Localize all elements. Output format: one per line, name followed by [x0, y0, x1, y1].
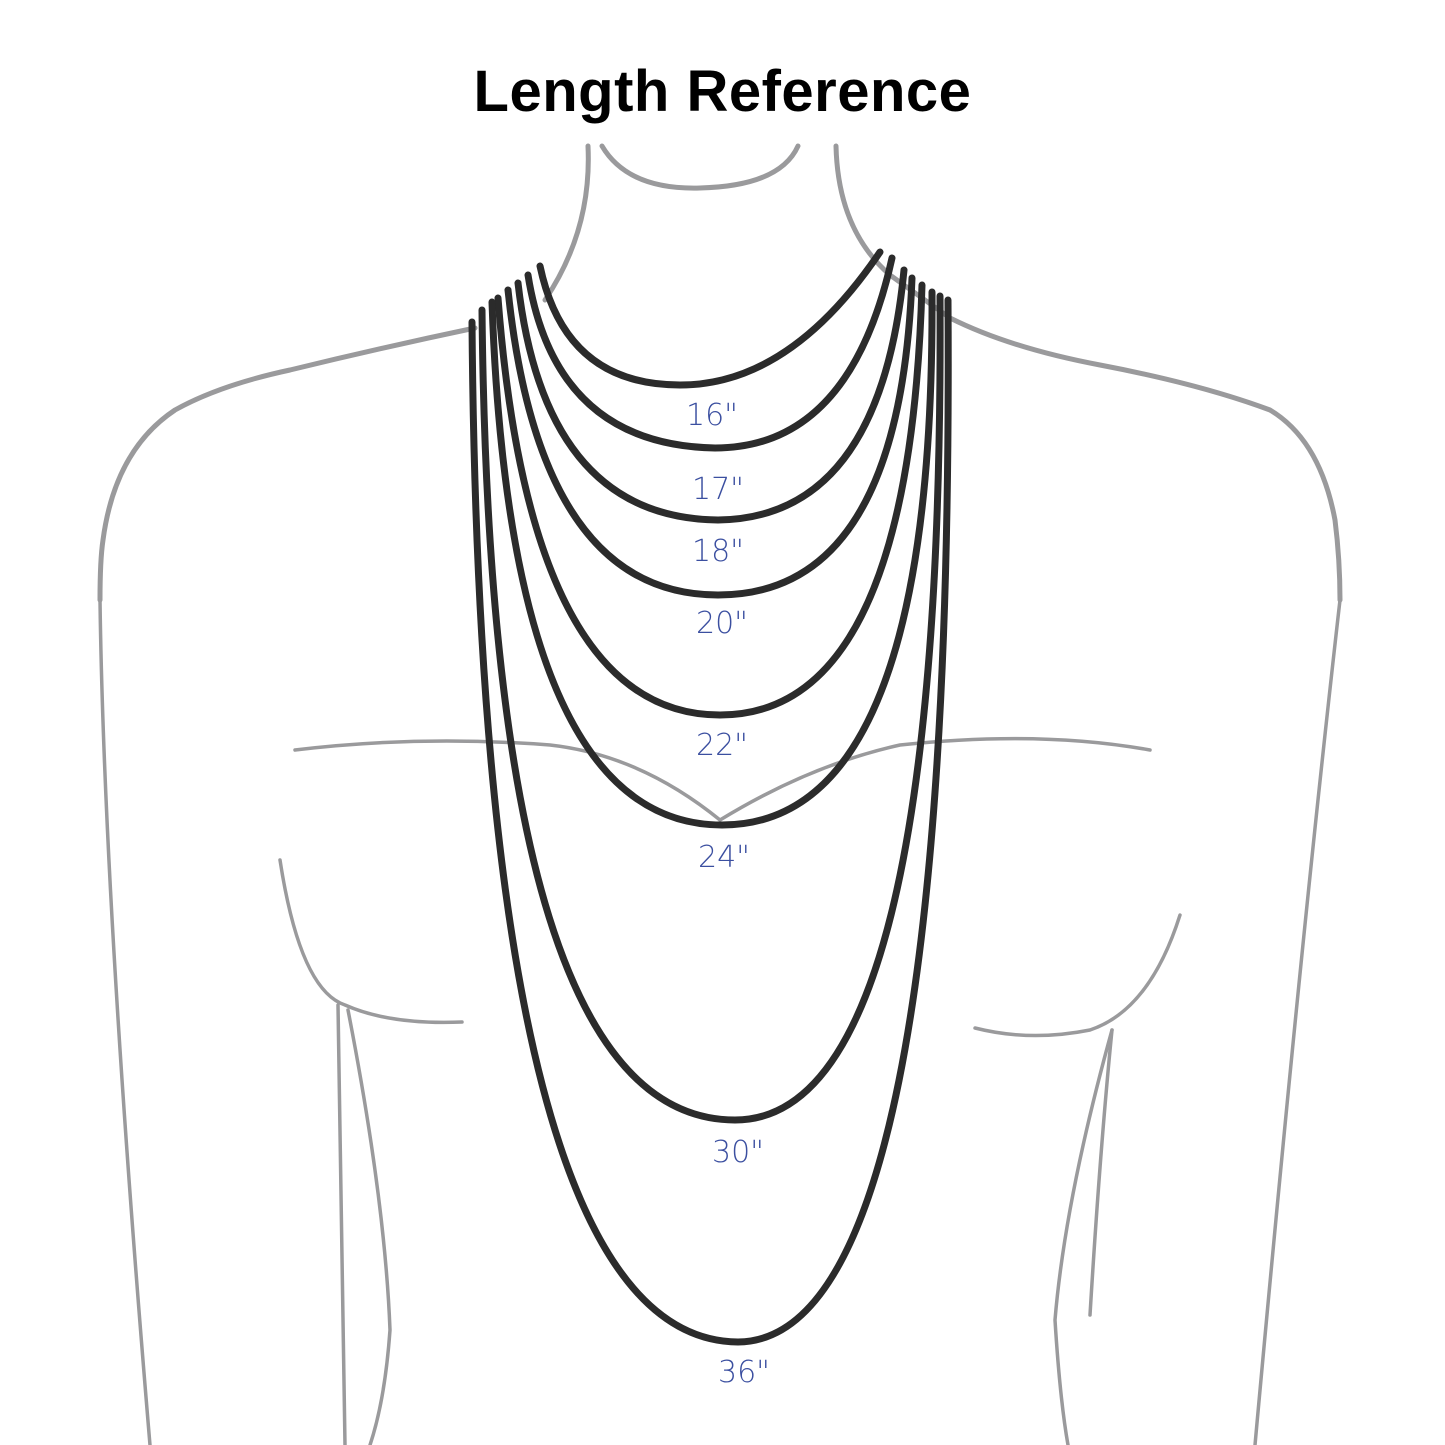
body-outline [97, 143, 1343, 1445]
chain-24 [488, 288, 936, 829]
page-title: Length Reference [473, 59, 972, 124]
chain-22 [494, 281, 926, 719]
chain-16 [536, 248, 884, 389]
chain-20 [504, 274, 916, 599]
length-label-16: 16" [686, 398, 738, 433]
chain-17 [524, 254, 896, 452]
length-label-20: 20" [696, 606, 748, 641]
chain-36 [468, 296, 952, 1346]
length-label-24: 24" [698, 840, 750, 875]
length-label-17: 17" [692, 472, 744, 507]
length-label-36: 36" [718, 1355, 770, 1390]
length-label-18: 18" [692, 534, 744, 569]
length-label-30: 30" [712, 1135, 764, 1170]
necklace-chains [468, 248, 952, 1346]
length-label-22: 22" [696, 728, 748, 763]
chain-30 [478, 292, 944, 1124]
chain-18 [514, 266, 908, 524]
